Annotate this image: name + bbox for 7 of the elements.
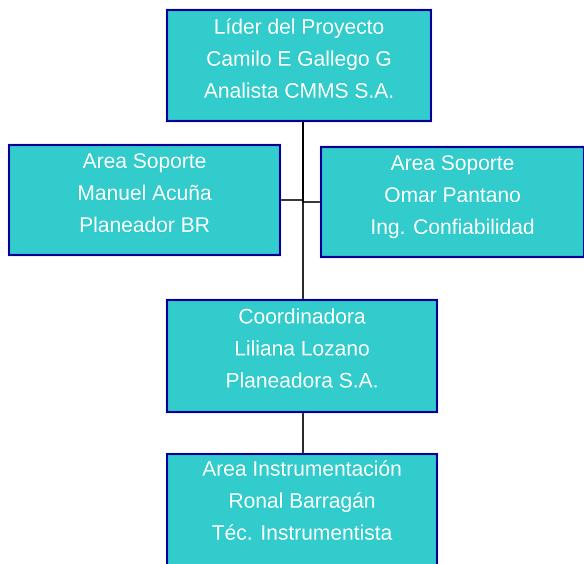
connector-line [302,122,304,299]
org-box: Area Soporte Manuel Acuña Planeador BR [8,144,282,256]
connector-line [302,413,304,453]
org-box: Area Soporte Omar Pantano Ing. Confiabilidad [320,146,584,258]
org-box: Area Instrumentación Ronal Barragán Téc. Instrumentista [166,452,438,564]
org-box: Coordinadora Liliana Lozano Planeadora S.A. [166,298,438,414]
org-box: Líder del Proyecto Camilo E Gallego G Analista CMMS S.A. [166,8,432,122]
